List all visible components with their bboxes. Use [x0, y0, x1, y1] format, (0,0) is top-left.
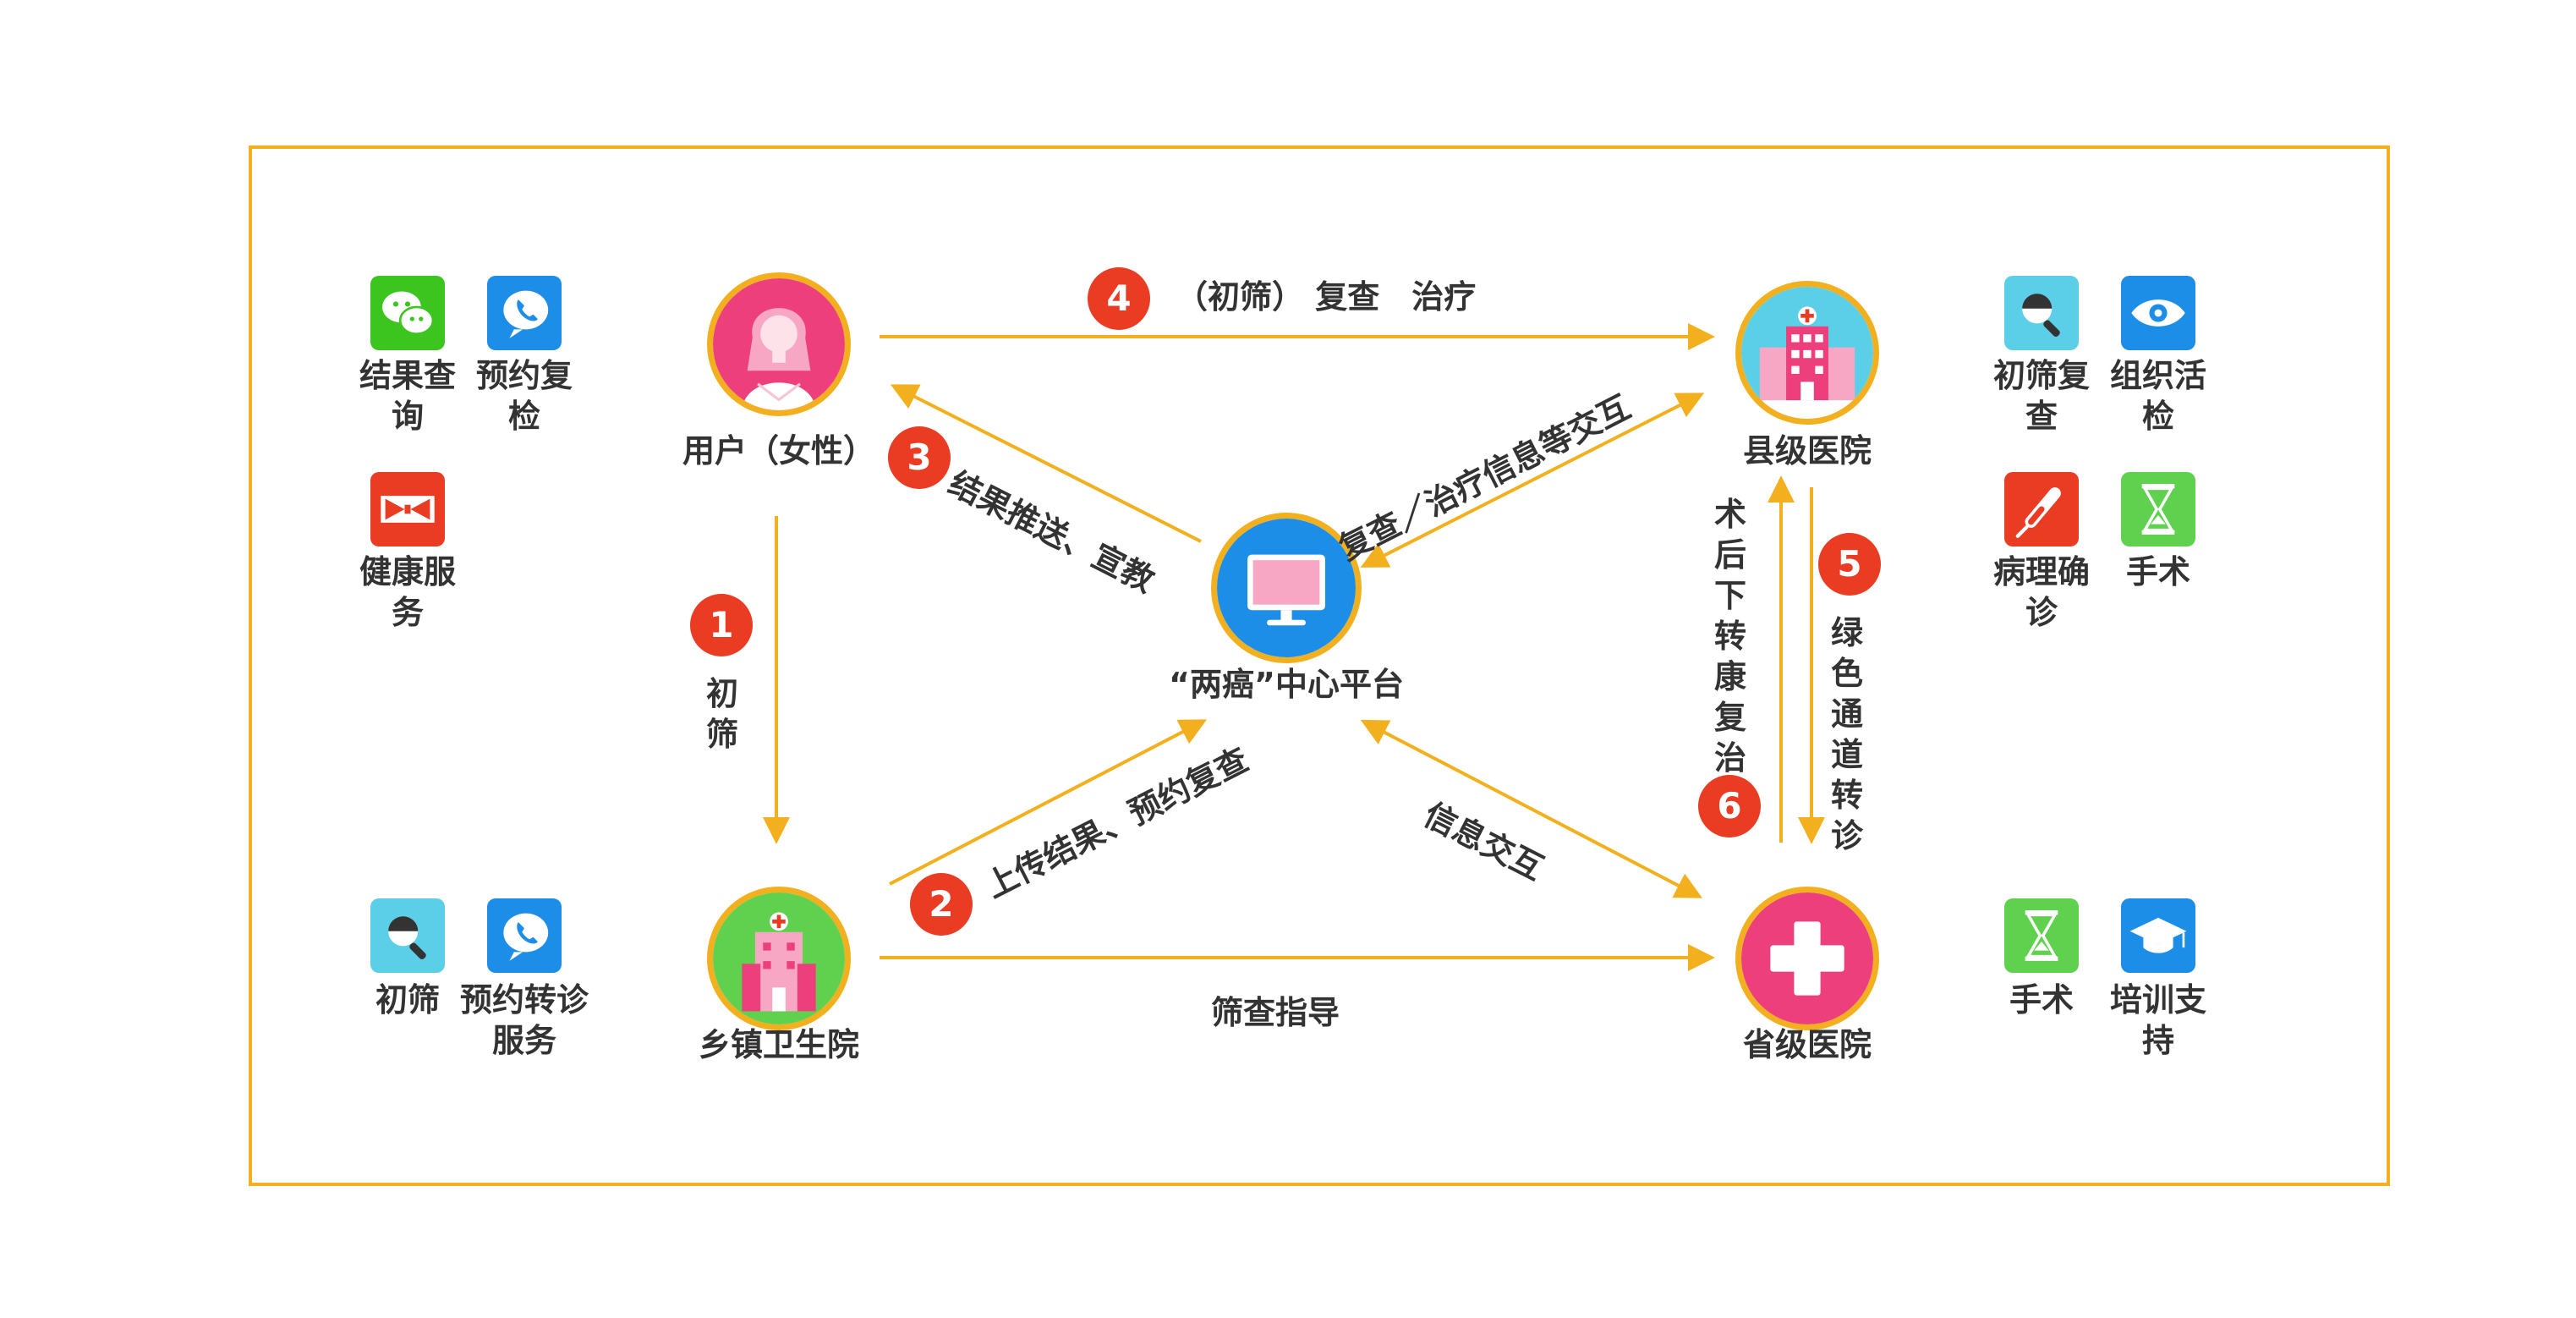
- monitor-icon: [1217, 519, 1356, 657]
- hospital-building-icon: [1741, 287, 1873, 419]
- flow-badge-3: 3: [888, 426, 951, 489]
- arrow-province-platform: [1360, 719, 1703, 898]
- arrow-platform-to-user: [890, 384, 1202, 543]
- arrow-county-platform: [1360, 393, 1705, 568]
- flow-badge-5: 5: [1818, 533, 1881, 596]
- platform-node: [1211, 513, 1362, 663]
- wechat-icon: [370, 276, 445, 350]
- tile-label-pathology-diagnosis: 病理确诊: [1992, 553, 2090, 631]
- flow-badge-1: 1: [690, 594, 753, 656]
- flow-label-post-op-rehab: 术后下转康复治疗: [1713, 496, 1746, 817]
- tile-label-initial-screening: 初筛: [375, 981, 440, 1019]
- tile-label-result-query: 结果查询: [359, 357, 456, 435]
- township-clinic-node: [707, 887, 851, 1030]
- magnifier-icon: [2004, 276, 2079, 350]
- tile-label-tissue-biopsy: 组织活检: [2109, 357, 2206, 435]
- flow-badge-4: 4: [1088, 267, 1150, 330]
- platform-label: “两癌”中心平台: [1169, 666, 1404, 703]
- medical-cross-icon: [1741, 892, 1873, 1024]
- tile-label-surgery-2: 手术: [2009, 981, 2074, 1019]
- hourglass-icon: [2121, 472, 2195, 546]
- flow-label-screening-guidance: 筛查指导: [1211, 994, 1340, 1031]
- eye-icon: [2121, 276, 2195, 350]
- hourglass-icon: [2004, 898, 2079, 973]
- county-hospital-label: 县级医院: [1742, 432, 1872, 470]
- tile-label-training-support: 培训支持: [2109, 981, 2206, 1059]
- tile-label-book-recheck: 预约复检: [475, 357, 573, 435]
- phone-chat-icon: [487, 898, 562, 973]
- county-hospital-node: [1735, 281, 1879, 425]
- tile-label-surgery: 手术: [2125, 553, 2190, 590]
- flow-badge-6: 6: [1698, 775, 1761, 837]
- flow-label-green-channel: 绿色通道转诊: [1830, 614, 1863, 854]
- bow-tie-icon: [370, 472, 445, 546]
- woman-icon: [713, 278, 845, 410]
- tile-label-book-referral: 预约转诊服务: [459, 981, 589, 1059]
- flow-badge-2: 2: [910, 873, 973, 936]
- flow-label-recheck-treatment: （初筛） 复查 治疗: [1176, 278, 1477, 316]
- user-node: [707, 272, 851, 416]
- tile-label-health-service: 健康服务: [359, 553, 456, 631]
- graduation-cap-icon: [2121, 898, 2195, 973]
- province-hospital-label: 省级医院: [1742, 1026, 1872, 1063]
- arrow-township-to-platform: [889, 719, 1208, 886]
- clinic-building-icon: [713, 892, 845, 1024]
- flow-label-initial-screening: 初筛: [705, 675, 738, 753]
- diagram-frame: [249, 146, 2390, 1186]
- magnifier-icon: [370, 898, 445, 973]
- user-label: 用户（女性）: [682, 432, 875, 470]
- province-hospital-node: [1735, 887, 1879, 1030]
- tile-label-screen-recheck: 初筛复查: [1992, 357, 2090, 435]
- test-tube-icon: [2004, 472, 2079, 546]
- township-clinic-label: 乡镇卫生院: [698, 1026, 859, 1063]
- phone-chat-icon: [487, 276, 562, 350]
